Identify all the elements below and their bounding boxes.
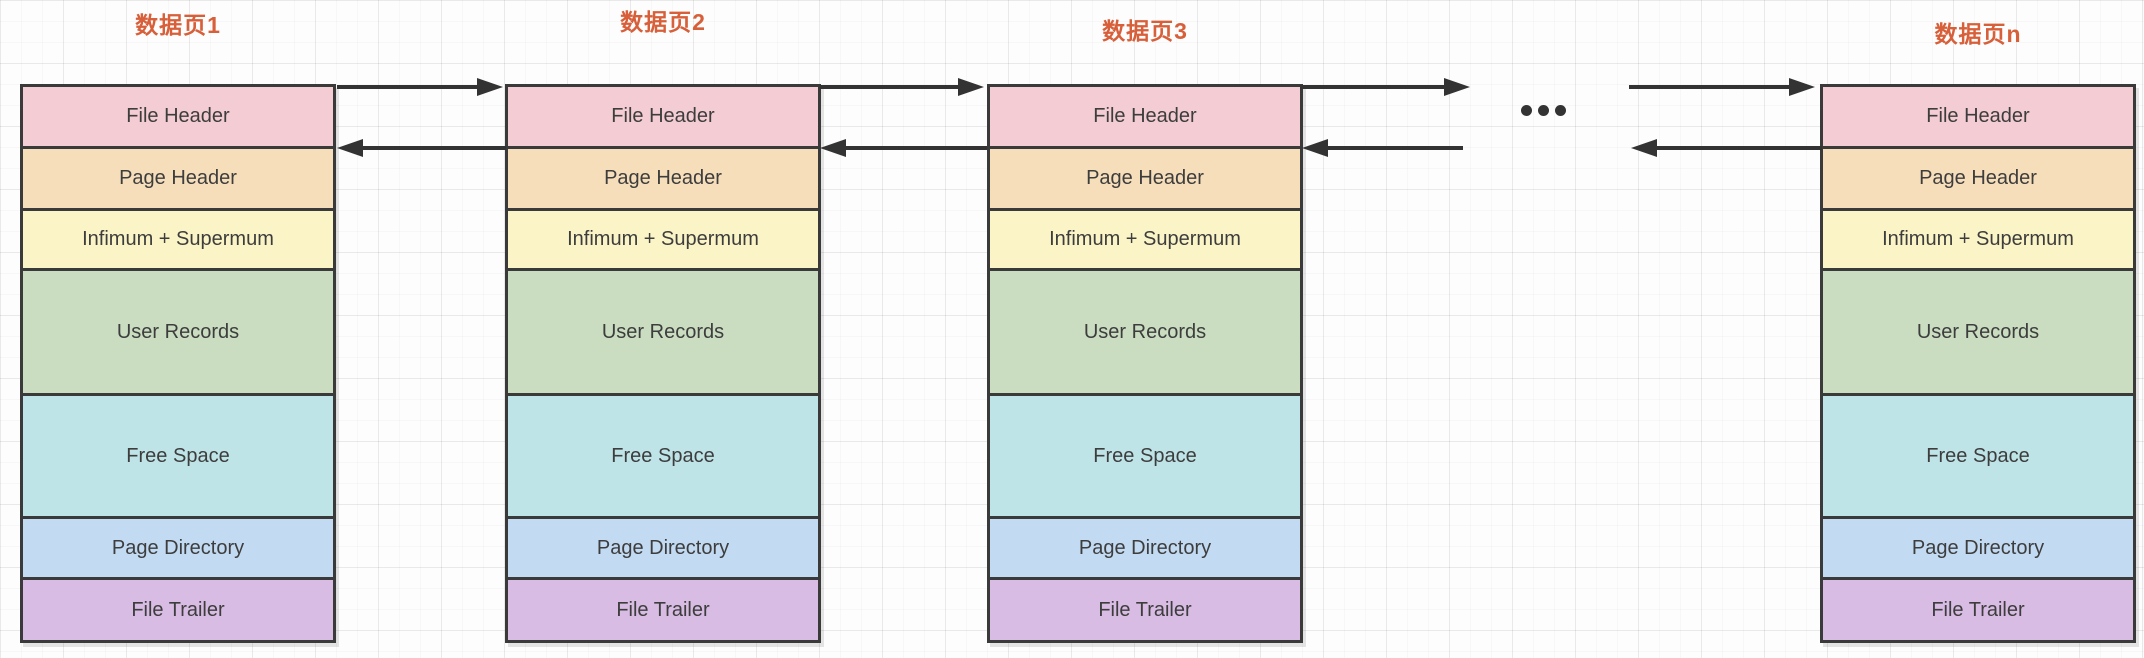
data-page-n: File Header Page Header Infimum + Superm… — [1820, 84, 2136, 643]
section-infimum-supermum: Infimum + Supermum — [990, 211, 1300, 271]
section-infimum-supermum: Infimum + Supermum — [23, 211, 333, 271]
section-file-header: File Header — [990, 87, 1300, 149]
page-title-1: 数据页1 — [135, 12, 221, 38]
section-page-header: Page Header — [990, 149, 1300, 211]
page-title-3: 数据页3 — [1102, 18, 1188, 44]
prev-pointer-arrow-3-2 — [820, 139, 987, 157]
arrow-line — [1653, 146, 1822, 150]
prev-pointer-arrow-2-1 — [337, 139, 506, 157]
arrow-line — [820, 85, 962, 89]
section-infimum-supermum: Infimum + Supermum — [1823, 211, 2133, 271]
section-free-space: Free Space — [508, 396, 818, 519]
arrow-right-icon — [477, 78, 503, 96]
arrow-left-icon — [1631, 139, 1657, 157]
section-user-records: User Records — [990, 271, 1300, 396]
next-pointer-arrow-1-2 — [337, 78, 503, 96]
next-pointer-arrow-ellipsis-n — [1629, 78, 1815, 96]
arrow-right-icon — [958, 78, 984, 96]
data-page-1: File Header Page Header Infimum + Superm… — [20, 84, 336, 643]
arrow-line — [337, 85, 481, 89]
section-page-directory: Page Directory — [508, 519, 818, 580]
arrow-line — [1324, 146, 1463, 150]
section-file-trailer: File Trailer — [1823, 580, 2133, 640]
section-free-space: Free Space — [990, 396, 1300, 519]
section-file-trailer: File Trailer — [508, 580, 818, 640]
page-title-n: 数据页n — [1934, 21, 2022, 47]
section-page-header: Page Header — [508, 149, 818, 211]
dot — [1521, 105, 1532, 116]
dot — [1538, 105, 1549, 116]
arrow-right-icon — [1444, 78, 1470, 96]
section-file-header: File Header — [23, 87, 333, 149]
page-title-2: 数据页2 — [620, 9, 706, 35]
section-user-records: User Records — [1823, 271, 2133, 396]
next-pointer-arrow-2-3 — [820, 78, 984, 96]
section-file-header: File Header — [508, 87, 818, 149]
section-free-space: Free Space — [1823, 396, 2133, 519]
data-page-3: File Header Page Header Infimum + Superm… — [987, 84, 1303, 643]
section-file-trailer: File Trailer — [23, 580, 333, 640]
arrow-line — [1300, 85, 1448, 89]
next-pointer-arrow-3-ellipsis — [1300, 78, 1470, 96]
prev-pointer-arrow-n-ellipsis — [1631, 139, 1822, 157]
section-free-space: Free Space — [23, 396, 333, 519]
arrow-left-icon — [337, 139, 363, 157]
arrow-line — [1629, 85, 1793, 89]
section-user-records: User Records — [23, 271, 333, 396]
section-page-header: Page Header — [1823, 149, 2133, 211]
section-infimum-supermum: Infimum + Supermum — [508, 211, 818, 271]
section-page-header: Page Header — [23, 149, 333, 211]
data-page-2: File Header Page Header Infimum + Superm… — [505, 84, 821, 643]
section-file-trailer: File Trailer — [990, 580, 1300, 640]
arrow-left-icon — [820, 139, 846, 157]
prev-pointer-arrow-ellipsis-3 — [1302, 139, 1463, 157]
section-page-directory: Page Directory — [23, 519, 333, 580]
section-page-directory: Page Directory — [990, 519, 1300, 580]
arrow-line — [842, 146, 987, 150]
arrow-right-icon — [1789, 78, 1815, 96]
ellipsis-dots-icon — [1521, 105, 1566, 116]
dot — [1555, 105, 1566, 116]
arrow-left-icon — [1302, 139, 1328, 157]
section-file-header: File Header — [1823, 87, 2133, 149]
arrow-line — [359, 146, 506, 150]
section-user-records: User Records — [508, 271, 818, 396]
section-page-directory: Page Directory — [1823, 519, 2133, 580]
